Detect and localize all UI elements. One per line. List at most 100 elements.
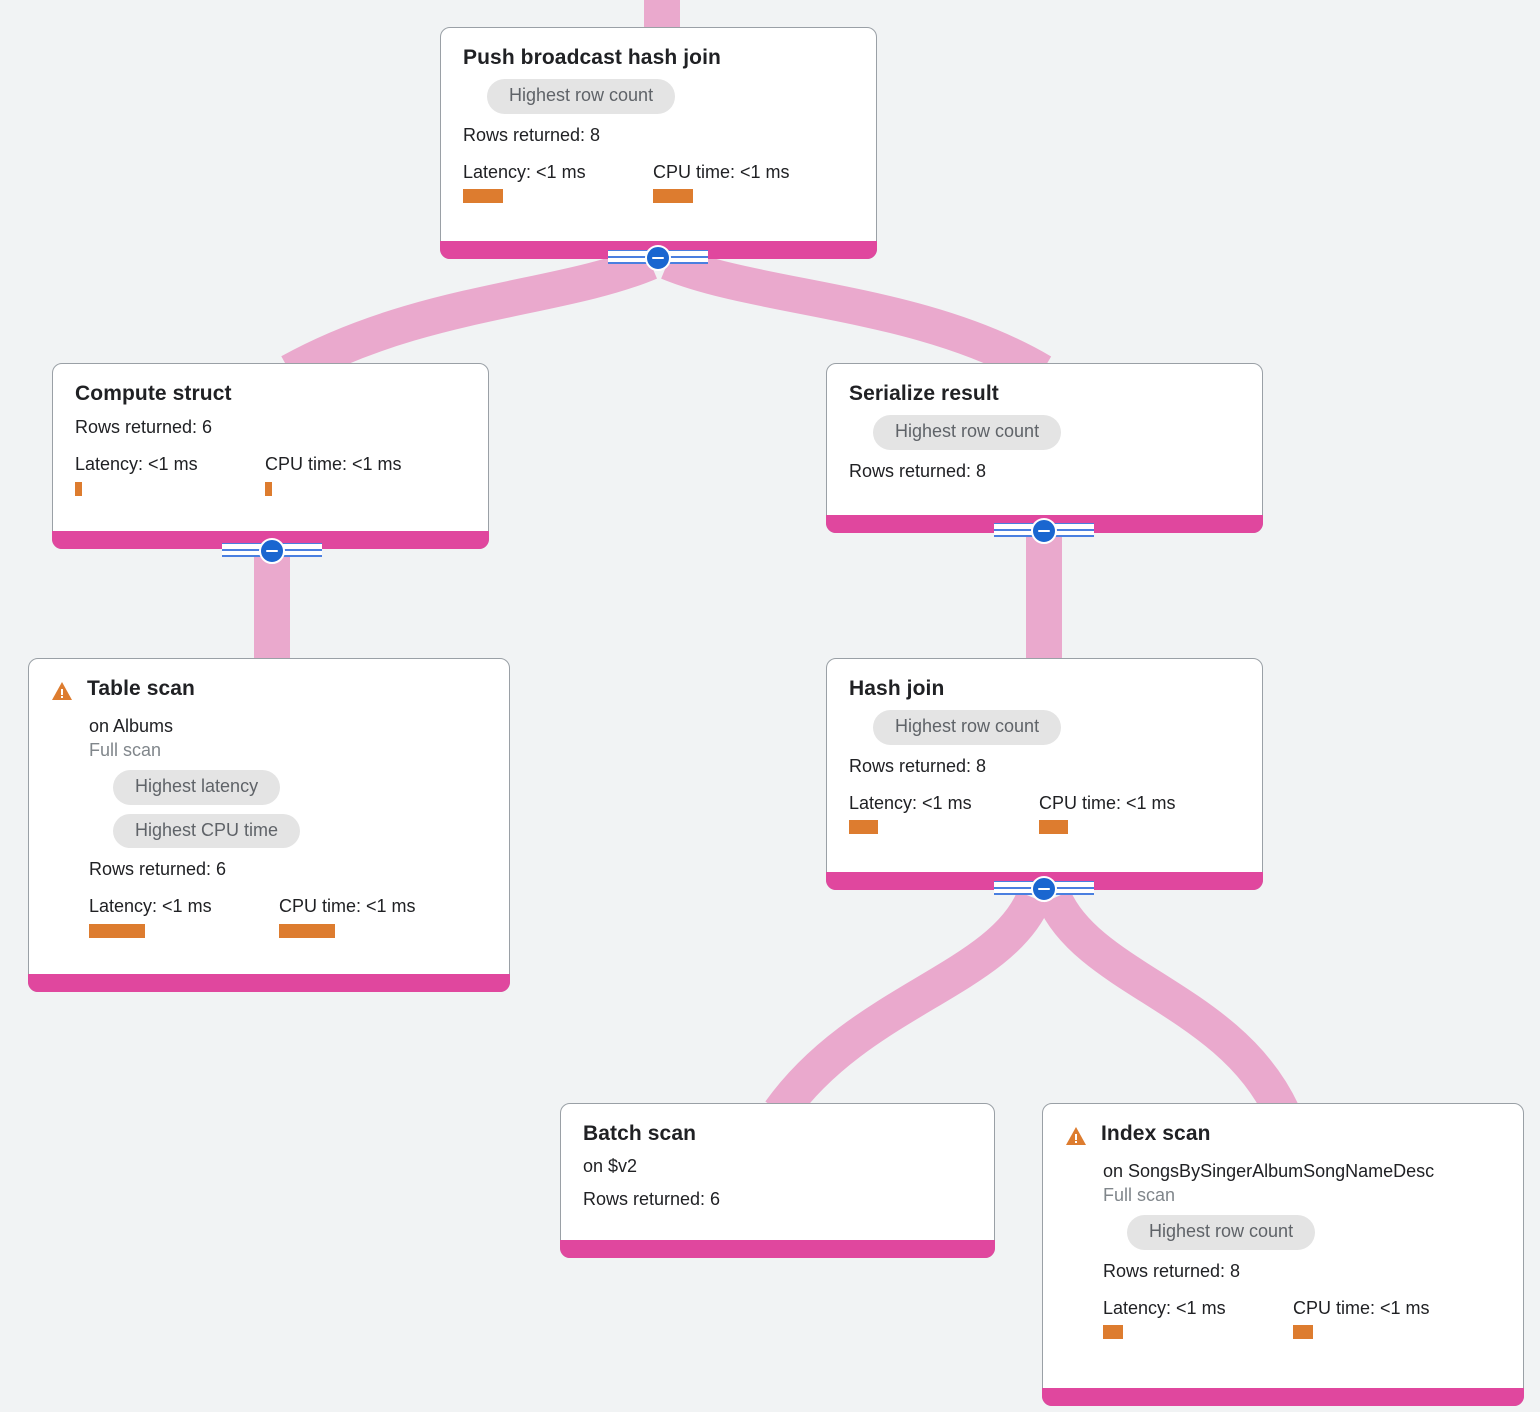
metric-bar: [463, 189, 503, 204]
badge-highest-row-count: Highest row count: [1127, 1215, 1316, 1250]
metric-cpu-time: CPU time: <1 ms: [1039, 793, 1176, 835]
collapse-toggle-push-broadcast-hash-join[interactable]: [608, 244, 708, 272]
rows-returned: Rows returned: 6: [75, 417, 213, 438]
rows-returned: Rows returned: 8: [1103, 1260, 1241, 1281]
metric-label: Latency: <1 ms: [463, 161, 586, 182]
node-title-row: Compute struct: [75, 382, 466, 406]
warning-icon: [51, 681, 73, 706]
node-details: Rows returned: 6 Latency: <1 ms CPU time…: [75, 417, 466, 496]
metric-latency: Latency: <1 ms: [75, 454, 265, 496]
metric-label: Latency: <1 ms: [1103, 1297, 1226, 1318]
node-body: Table scan on Albums Full scan Highest l…: [29, 659, 509, 952]
metric-bar: [1293, 1325, 1313, 1340]
metrics-row: Latency: <1 ms CPU time: <1 ms: [75, 454, 466, 496]
metric-label: Latency: <1 ms: [75, 454, 198, 475]
node-body: Push broadcast hash join Highest row cou…: [441, 28, 876, 217]
node-table-scan[interactable]: Table scan on Albums Full scan Highest l…: [28, 658, 510, 992]
metric-latency: Latency: <1 ms: [89, 896, 279, 938]
node-title: Index scan: [1101, 1122, 1211, 1145]
node-body: Serialize result Highest row count Rows …: [827, 364, 1262, 496]
metric-bar: [1039, 820, 1068, 835]
metric-label: CPU time: <1 ms: [653, 161, 790, 182]
node-title-row: Batch scan: [583, 1122, 972, 1146]
node-title: Hash join: [849, 677, 945, 700]
metrics-row: Latency: <1 ms CPU time: <1 ms: [849, 793, 1240, 835]
scan-type: Full scan: [1103, 1184, 1176, 1205]
node-title: Serialize result: [849, 382, 999, 405]
node-details: on Albums Full scan Highest latency High…: [89, 716, 487, 938]
collapse-minus-icon[interactable]: [259, 538, 285, 564]
node-title: Compute struct: [75, 382, 232, 405]
node-hash-join[interactable]: Hash join Highest row count Rows returne…: [826, 658, 1263, 890]
metric-latency: Latency: <1 ms: [1103, 1298, 1293, 1340]
metric-bar: [89, 923, 145, 938]
badge-list: Highest latency Highest CPU time: [89, 761, 487, 849]
node-title-row: Hash join: [849, 677, 1240, 701]
collapse-toggle-compute-struct[interactable]: [222, 537, 322, 565]
edge-root-to-serialize-result: [661, 245, 1052, 388]
edge-hash-join-to-index-scan: [1037, 889, 1299, 1121]
node-push-broadcast-hash-join[interactable]: Push broadcast hash join Highest row cou…: [440, 27, 877, 259]
scan-target: on Albums: [89, 716, 174, 736]
metric-label: CPU time: <1 ms: [279, 896, 416, 917]
metric-bar: [75, 481, 82, 496]
node-compute-struct[interactable]: Compute struct Rows returned: 6 Latency:…: [52, 363, 489, 549]
node-status-bar: [28, 974, 510, 992]
collapse-minus-icon[interactable]: [1031, 518, 1057, 544]
metric-cpu-time: CPU time: <1 ms: [653, 162, 790, 204]
node-title-row: Table scan: [51, 677, 487, 706]
badge-highest-row-count: Highest row count: [873, 415, 1062, 450]
node-status-bar: [560, 1240, 995, 1258]
node-details: Highest row count Rows returned: 8 Laten…: [849, 701, 1240, 835]
edge-hash-join-to-batch-scan: [765, 890, 1051, 1123]
metric-cpu-time: CPU time: <1 ms: [1293, 1298, 1430, 1340]
metrics-row: Latency: <1 ms CPU time: <1 ms: [1103, 1298, 1501, 1340]
badge-highest-cpu-time: Highest CPU time: [113, 813, 301, 849]
node-body: Batch scan on $v2 Rows returned: 6: [561, 1104, 994, 1224]
node-body: Index scan on SongsBySingerAlbumSongName…: [1043, 1104, 1523, 1353]
badge-highest-latency: Highest latency: [113, 770, 281, 805]
node-body: Compute struct Rows returned: 6 Latency:…: [53, 364, 488, 510]
metric-bar: [265, 481, 272, 496]
rows-returned: Rows returned: 8: [849, 755, 987, 776]
metric-latency: Latency: <1 ms: [463, 162, 653, 204]
node-details: on SongsBySingerAlbumSongNameDesc Full s…: [1103, 1161, 1501, 1340]
scan-target: on SongsBySingerAlbumSongNameDesc: [1103, 1161, 1435, 1181]
node-title-row: Push broadcast hash join: [463, 46, 854, 70]
rows-returned: Rows returned: 8: [463, 124, 601, 145]
collapse-minus-icon[interactable]: [1031, 876, 1057, 902]
node-title: Push broadcast hash join: [463, 46, 721, 69]
node-serialize-result[interactable]: Serialize result Highest row count Rows …: [826, 363, 1263, 533]
rows-returned: Rows returned: 6: [583, 1188, 721, 1209]
node-title: Batch scan: [583, 1122, 697, 1145]
metric-bar: [849, 820, 878, 835]
rows-returned: Rows returned: 6: [89, 859, 227, 880]
metric-bar: [279, 923, 335, 938]
warning-icon: [1065, 1126, 1087, 1151]
collapse-toggle-serialize-result[interactable]: [994, 517, 1094, 545]
node-details: Highest row count Rows returned: 8 Laten…: [463, 70, 854, 204]
node-title: Table scan: [87, 677, 195, 700]
node-details: Highest row count Rows returned: 8: [849, 406, 1240, 482]
node-index-scan[interactable]: Index scan on SongsBySingerAlbumSongName…: [1042, 1103, 1524, 1406]
node-details: on $v2 Rows returned: 6: [583, 1156, 972, 1210]
node-body: Hash join Highest row count Rows returne…: [827, 659, 1262, 848]
collapse-minus-icon[interactable]: [645, 245, 671, 271]
node-batch-scan[interactable]: Batch scan on $v2 Rows returned: 6: [560, 1103, 995, 1258]
metric-label: Latency: <1 ms: [849, 792, 972, 813]
metric-label: CPU time: <1 ms: [265, 454, 402, 475]
metrics-row: Latency: <1 ms CPU time: <1 ms: [463, 162, 854, 204]
collapse-toggle-hash-join[interactable]: [994, 875, 1094, 903]
node-title-row: Serialize result: [849, 382, 1240, 406]
metric-bar: [1103, 1325, 1123, 1340]
rows-returned: Rows returned: 8: [849, 460, 987, 481]
metric-label: CPU time: <1 ms: [1293, 1297, 1430, 1318]
metric-cpu-time: CPU time: <1 ms: [279, 896, 416, 938]
metrics-row: Latency: <1 ms CPU time: <1 ms: [89, 896, 487, 938]
metric-bar: [653, 189, 693, 204]
metric-label: Latency: <1 ms: [89, 896, 212, 917]
metric-cpu-time: CPU time: <1 ms: [265, 454, 402, 496]
scan-target: on $v2: [583, 1156, 638, 1177]
metric-latency: Latency: <1 ms: [849, 793, 1039, 835]
